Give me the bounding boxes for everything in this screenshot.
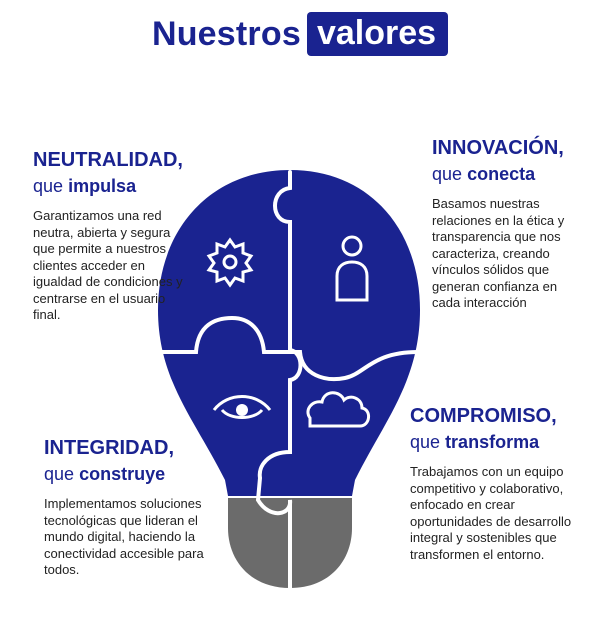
subtitle-prefix: que	[44, 464, 75, 484]
value-integridad: INTEGRIDAD, que construye Implementamos …	[44, 436, 214, 579]
subtitle-prefix: que	[432, 164, 463, 184]
value-description: Garantizamos una red neutra, abierta y s…	[33, 208, 183, 322]
gear-icon	[206, 237, 254, 288]
subtitle-prefix: que	[33, 176, 64, 196]
subtitle-keyword: impulsa	[68, 176, 137, 196]
page-title: Nuestros valores	[0, 12, 600, 56]
subtitle-prefix: que	[410, 432, 441, 452]
value-heading: NEUTRALIDAD,	[33, 149, 183, 171]
subtitle-keyword: transforma	[445, 432, 540, 452]
value-neutralidad: NEUTRALIDAD, que impulsa Garantizamos un…	[33, 148, 193, 324]
value-compromiso: COMPROMISO, que transforma Trabajamos co…	[410, 404, 580, 563]
value-subtitle: que conecta	[432, 162, 582, 186]
value-heading: COMPROMISO,	[410, 405, 557, 427]
subtitle-keyword: conecta	[467, 164, 536, 184]
value-heading: INTEGRIDAD,	[44, 437, 174, 459]
value-description: Trabajamos con un equipo competitivo y c…	[410, 464, 572, 562]
eye-icon	[212, 395, 272, 419]
horizontal-seam-right	[288, 350, 420, 381]
value-subtitle: que transforma	[410, 430, 580, 454]
value-subtitle: que impulsa	[33, 174, 193, 198]
subtitle-keyword: construye	[79, 464, 166, 484]
vertical-seam	[255, 170, 303, 592]
person-icon	[335, 235, 369, 302]
title-highlight: valores	[306, 12, 449, 56]
title-plain: Nuestros	[151, 14, 301, 53]
value-innovacion: INNOVACIÓN, que conecta Basamos nuestras…	[432, 136, 582, 312]
value-heading: INNOVACIÓN,	[432, 137, 564, 159]
value-description: Implementamos soluciones tecnológicas qu…	[44, 496, 204, 577]
cloud-icon	[306, 391, 370, 428]
value-subtitle: que construye	[44, 462, 214, 486]
horizontal-seam-left	[158, 315, 292, 354]
value-description: Basamos nuestras relaciones en la ética …	[432, 196, 565, 310]
